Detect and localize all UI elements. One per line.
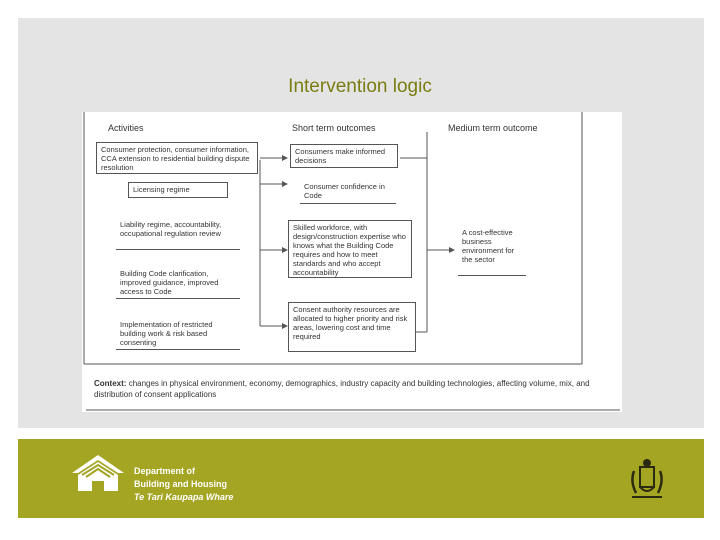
outcome-code-confidence: Consumer confidence in Code [300,180,396,204]
department-line-1: Department of [134,466,196,476]
slide-title: Intervention logic [288,76,432,97]
context-text: changes in physical environment, economy… [94,379,590,399]
department-line-2: Building and Housing [134,479,227,489]
outcome-informed-decisions: Consumers make informed decisions [290,144,398,168]
department-line-3: Te Tari Kaupapa Whare [134,492,234,502]
context-note: Context: changes in physical environment… [94,378,614,400]
header-medium-term: Medium term outcome [448,123,538,133]
outcome-business-environment: A cost-effective business environment fo… [458,226,526,276]
intervention-logic-diagram: Activities Short term outcomes Medium te… [82,112,622,412]
activity-restricted-work: Implementation of restricted building wo… [116,318,240,350]
context-label: Context: [94,379,127,388]
activity-licensing: Licensing regime [128,182,228,198]
diagram-connectors [83,112,583,365]
footer-bar: Department of Building and Housing Te Ta… [18,439,704,518]
outcome-skilled-workforce: Skilled workforce, with design/construct… [288,220,412,278]
header-short-term: Short term outcomes [292,123,376,133]
activity-liability: Liability regime, accountability, occupa… [116,218,240,250]
nz-coat-of-arms-icon [624,457,670,508]
house-logo-icon [70,451,126,500]
outcome-resource-allocation: Consent authority resources are allocate… [288,302,416,352]
activity-consumer-protection: Consumer protection, consumer informatio… [96,142,258,174]
activity-code-clarification: Building Code clarification, improved gu… [116,267,240,299]
header-activities: Activities [108,123,144,133]
department-name: Department of Building and Housing Te Ta… [134,465,233,504]
